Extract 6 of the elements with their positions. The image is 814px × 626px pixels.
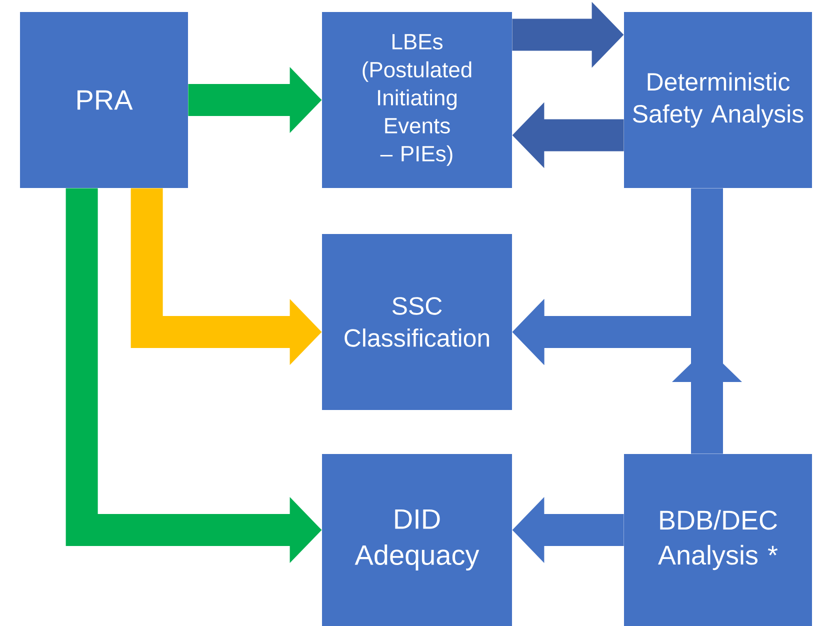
process-box: BDB/DEC Analysis *	[624, 454, 812, 626]
process-box: PRA	[20, 12, 188, 188]
process-box: LBEs (Postulated Initiating Events – PIEs)	[322, 12, 512, 188]
process-box: DID Adequacy	[322, 454, 512, 626]
process-box: SSC Classification	[322, 234, 512, 410]
process-box: Deterministic Safety Analysis	[624, 12, 812, 188]
